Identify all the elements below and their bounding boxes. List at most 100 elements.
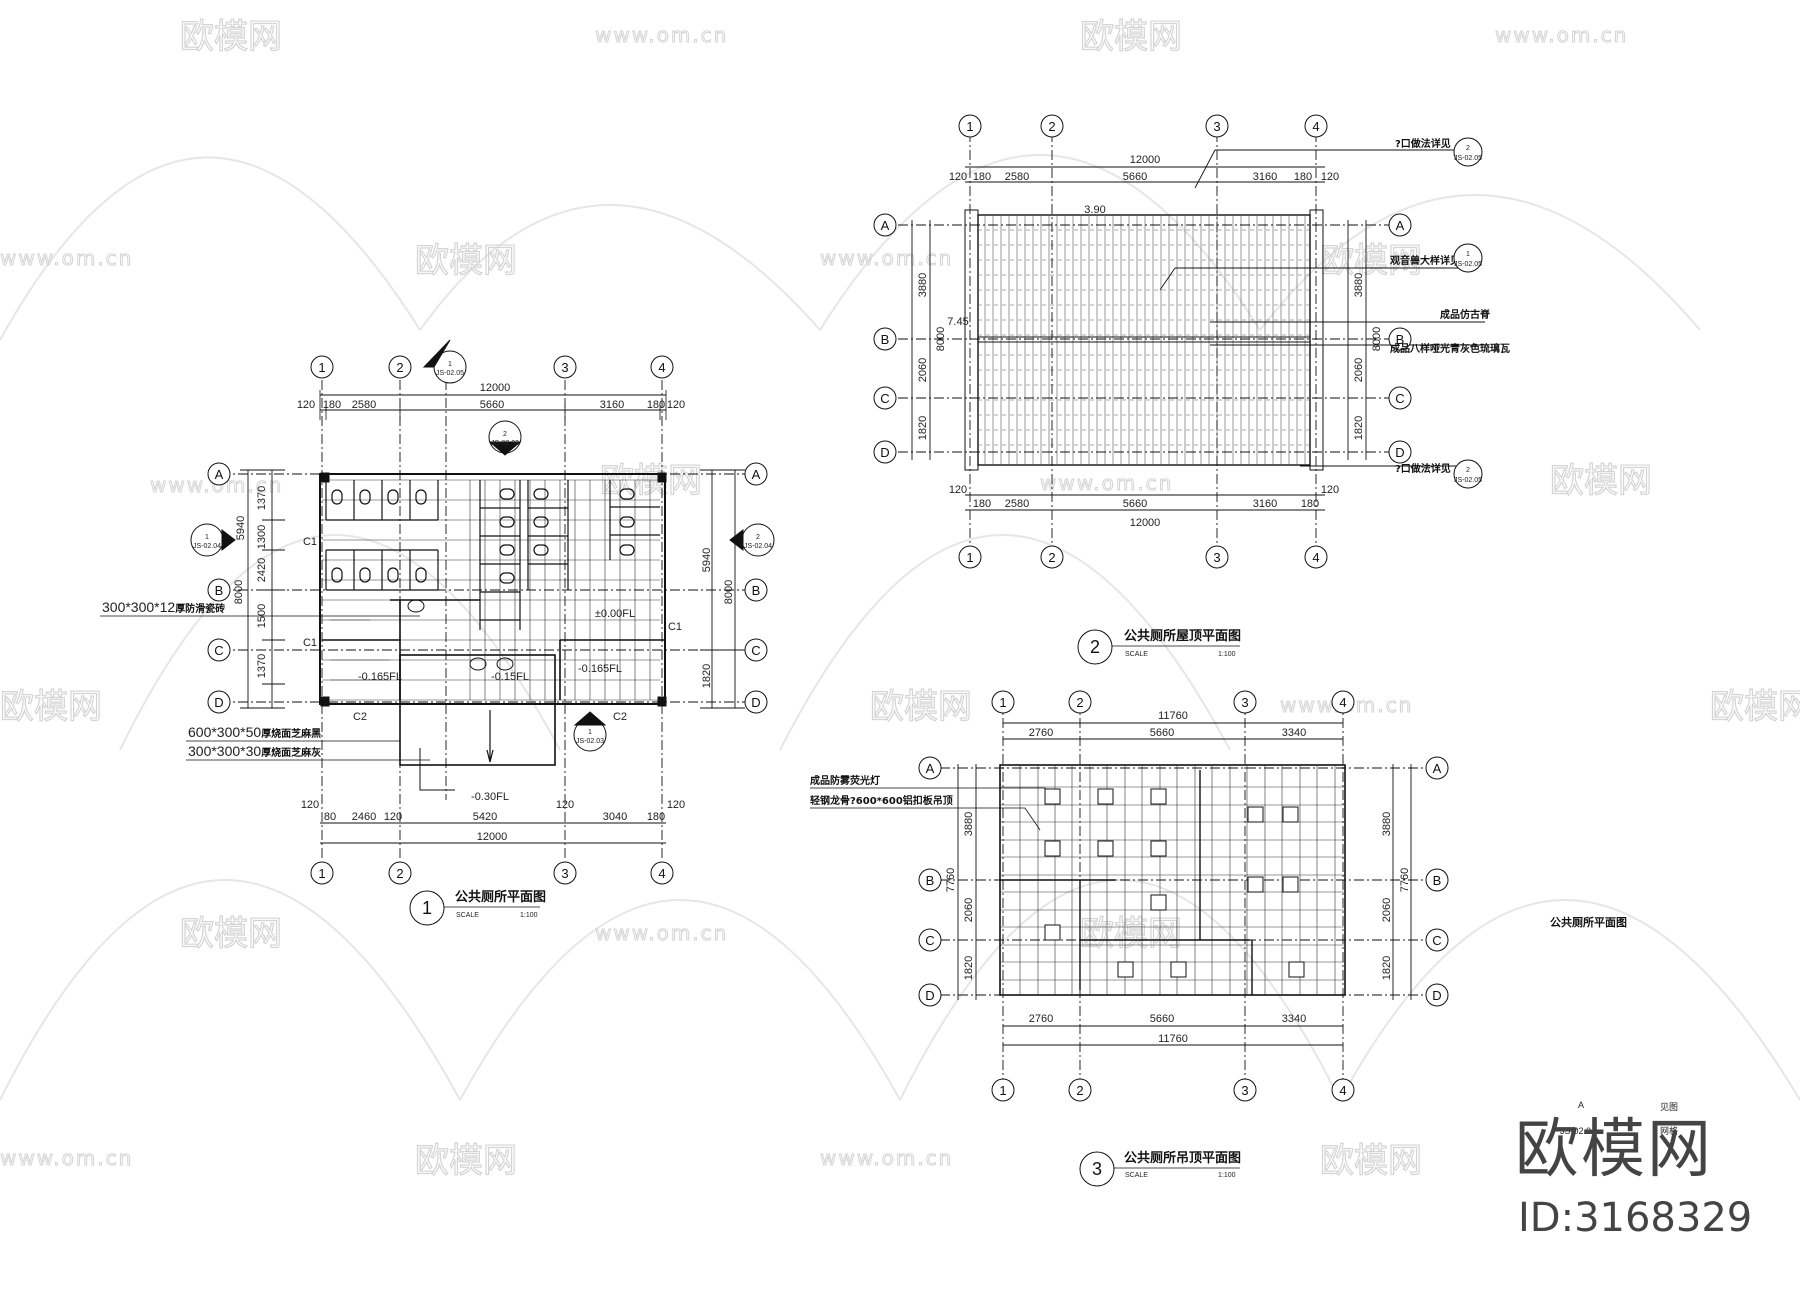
svg-text:5940: 5940	[701, 548, 713, 572]
svg-text:C2: C2	[353, 711, 367, 723]
svg-text:8000: 8000	[935, 327, 947, 351]
svg-text:JS-02.05: JS-02.05	[1454, 261, 1482, 268]
svg-text:JS-02.03: JS-02.03	[491, 440, 519, 447]
svg-text:公共厕所屋顶平面图: 公共厕所屋顶平面图	[1124, 628, 1241, 644]
plan-3-ceiling-plan	[810, 700, 1430, 1085]
svg-text:120: 120	[384, 811, 402, 823]
svg-text:180: 180	[1294, 171, 1312, 183]
svg-text:网格: 网格	[1660, 1125, 1678, 1136]
svg-text:D: D	[880, 445, 889, 460]
svg-text:120: 120	[949, 484, 967, 496]
brand-logo: 欧模网	[1515, 1113, 1713, 1187]
plan-3-axis-labels: 1 2 3 4 1 2 3 4 A B C D A B C D	[925, 695, 1441, 1098]
svg-text:欧模网: 欧模网	[1080, 17, 1182, 57]
svg-text:7760: 7760	[1399, 868, 1411, 892]
svg-text:B: B	[752, 583, 761, 598]
svg-text:www.om.cn: www.om.cn	[0, 1146, 133, 1170]
svg-text:300*300*12厚防滑瓷砖: 300*300*12厚防滑瓷砖	[102, 599, 225, 615]
svg-text:成品防雾荧光灯: 成品防雾荧光灯	[810, 774, 880, 787]
svg-text:2580: 2580	[1005, 171, 1029, 183]
svg-text:JS-02.05: JS-02.05	[1454, 155, 1482, 162]
svg-text:1820: 1820	[1353, 416, 1365, 440]
svg-text:2420: 2420	[256, 558, 268, 582]
svg-text:A: A	[1433, 761, 1442, 776]
svg-text:3160: 3160	[1253, 498, 1277, 510]
svg-text:D: D	[925, 988, 934, 1003]
svg-text:1300: 1300	[256, 525, 268, 549]
svg-text:2: 2	[396, 360, 403, 375]
svg-text:2460: 2460	[352, 811, 376, 823]
svg-text:B: B	[1396, 332, 1405, 347]
svg-text:欧模网: 欧模网	[1320, 241, 1422, 281]
svg-text:3160: 3160	[600, 399, 624, 411]
svg-text:120: 120	[949, 171, 967, 183]
svg-text:8000: 8000	[233, 580, 245, 604]
svg-text:180: 180	[1301, 498, 1319, 510]
svg-text:C: C	[925, 933, 934, 948]
svg-text:公共厕所平面图: 公共厕所平面图	[455, 889, 546, 905]
svg-text:5660: 5660	[480, 399, 504, 411]
svg-text:2060: 2060	[1381, 898, 1393, 922]
svg-text:欧模网: 欧模网	[1710, 687, 1800, 727]
svg-text:2: 2	[1048, 119, 1055, 134]
svg-text:180: 180	[973, 171, 991, 183]
svg-text:2: 2	[1466, 467, 1470, 474]
svg-text:B: B	[1433, 873, 1442, 888]
svg-text:2: 2	[1466, 145, 1470, 152]
svg-text:1: 1	[999, 1083, 1006, 1098]
svg-text:3880: 3880	[1381, 812, 1393, 836]
svg-text:1: 1	[999, 695, 1006, 710]
svg-text:www.om.cn: www.om.cn	[820, 1146, 953, 1170]
svg-text:120: 120	[297, 399, 315, 411]
svg-text:2760: 2760	[1029, 727, 1053, 739]
svg-text:A: A	[215, 467, 224, 482]
svg-text:80: 80	[324, 811, 336, 823]
svg-text:C: C	[214, 643, 223, 658]
svg-text:www.om.cn: www.om.cn	[0, 246, 133, 270]
svg-text:A: A	[926, 761, 935, 776]
svg-text:C: C	[751, 643, 760, 658]
svg-text:1:100: 1:100	[1218, 1172, 1236, 1179]
svg-text:JS-02.04: JS-02.04	[744, 543, 772, 550]
svg-text:8000: 8000	[1371, 327, 1383, 351]
svg-text:2: 2	[1076, 695, 1083, 710]
svg-text:C2: C2	[613, 711, 627, 723]
svg-text:2: 2	[503, 431, 507, 438]
svg-text:1370: 1370	[256, 486, 268, 510]
svg-text:www.om.cn: www.om.cn	[820, 246, 953, 270]
svg-text:7760: 7760	[945, 868, 957, 892]
watermark-arcs	[0, 154, 1800, 1101]
svg-text:1: 1	[966, 119, 973, 134]
svg-text:5660: 5660	[1150, 727, 1174, 739]
svg-text:12000: 12000	[1130, 517, 1161, 529]
svg-text:2: 2	[1076, 1083, 1083, 1098]
svg-text:B: B	[215, 583, 224, 598]
svg-text:3: 3	[561, 866, 568, 881]
svg-text:1370: 1370	[256, 654, 268, 678]
svg-text:C: C	[1432, 933, 1441, 948]
plan-2-callouts: ?口做法详见 2 JS-02.05 观音兽大样详见 1 JS-02.05 成品仿…	[1390, 137, 1510, 489]
svg-text:C1: C1	[668, 621, 682, 633]
svg-text:欧模网: 欧模网	[180, 17, 282, 57]
watermark-texts: 欧模网 www.om.cn 欧模网 www.om.cn 欧模网 www.om.c…	[0, 16, 1800, 1181]
svg-text:120: 120	[1321, 484, 1339, 496]
legend: A 见图 JS-02.0 网格	[1560, 1100, 1678, 1136]
svg-text:3: 3	[1092, 1159, 1102, 1179]
plan-1-title-block: 1 公共厕所平面图 SCALE 1:100	[409, 889, 546, 926]
svg-text:B: B	[926, 873, 935, 888]
svg-text:欧模网: 欧模网	[180, 914, 282, 954]
svg-text:120: 120	[1321, 171, 1339, 183]
svg-text:www.om.cn: www.om.cn	[595, 921, 728, 945]
svg-text:300*300*30厚烧面芝麻灰: 300*300*30厚烧面芝麻灰	[188, 743, 321, 759]
svg-text:JS-02.04: JS-02.04	[193, 543, 221, 550]
svg-text:1: 1	[1466, 251, 1470, 258]
svg-text:1820: 1820	[917, 416, 929, 440]
svg-text:成品仿古脊: 成品仿古脊	[1440, 308, 1491, 321]
svg-text:A: A	[752, 467, 761, 482]
svg-text:4: 4	[1339, 695, 1346, 710]
svg-text:C: C	[1395, 391, 1404, 406]
svg-text:1: 1	[448, 361, 452, 368]
svg-text:D: D	[214, 695, 223, 710]
svg-text:5660: 5660	[1123, 498, 1147, 510]
